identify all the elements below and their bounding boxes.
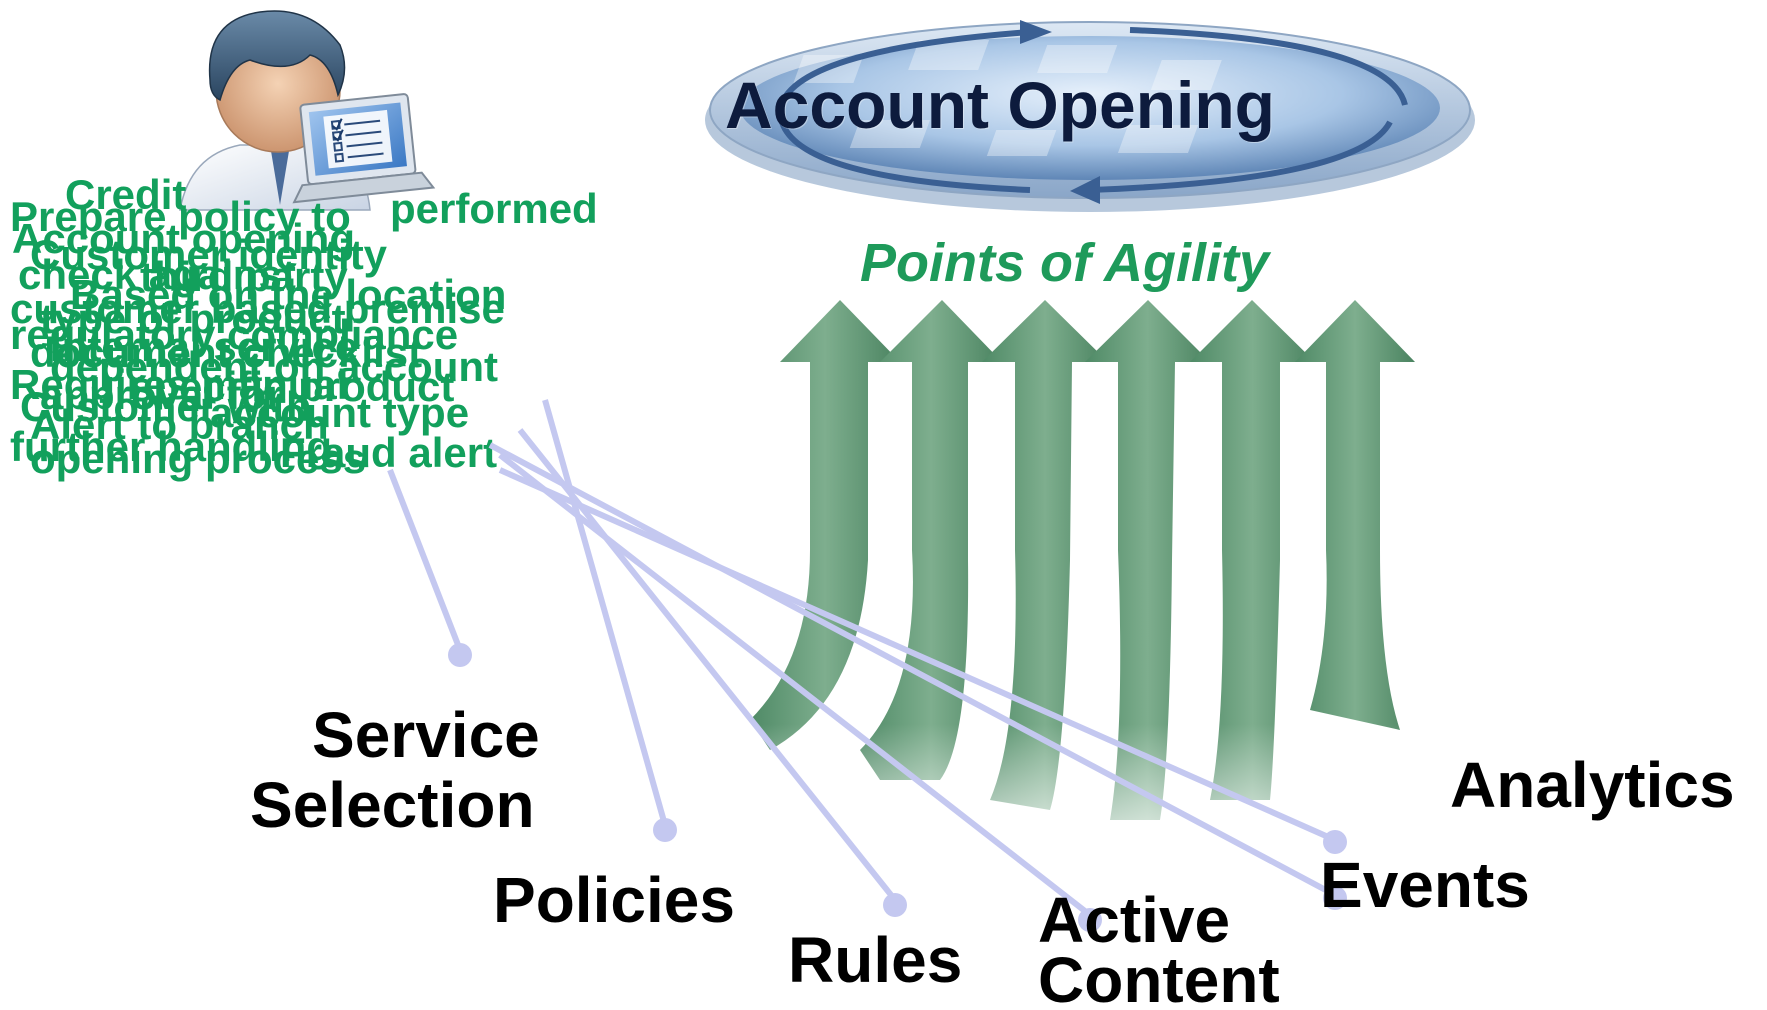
overlap-text-line: dependent on account	[50, 343, 499, 390]
overlap-text-line: regulatory compliance	[10, 311, 459, 358]
label-content: Content	[1038, 944, 1280, 1010]
subtitle-points-of-agility: Points of Agility	[860, 233, 1269, 293]
connector-endpoint	[1078, 908, 1102, 932]
overlap-text-line: Internal service	[50, 323, 359, 370]
overlap-text-line: further handling	[10, 423, 332, 470]
connector-endpoint	[448, 643, 472, 667]
label-service: Service	[312, 699, 540, 771]
overlap-text-line: type of product	[40, 295, 346, 342]
overlap-text-line: Requires manual	[10, 361, 349, 408]
connector-endpoint	[653, 818, 677, 842]
overlap-text-line: opening process	[30, 435, 367, 482]
overlap-text-line: third party	[140, 253, 348, 300]
label-active: Active	[1038, 884, 1231, 956]
overlap-text-line: approval for	[40, 371, 283, 418]
overlap-text-line: Based on the location	[70, 271, 507, 318]
connector-events-lower	[488, 442, 1337, 898]
label-events: Events	[1320, 849, 1530, 921]
person-with-laptop-icon	[179, 10, 436, 211]
overlap-text-line: document checklist	[30, 329, 423, 376]
label-selection: Selection	[250, 769, 535, 841]
label-analytics: Analytics	[1450, 749, 1735, 821]
connector-endpoint	[1323, 830, 1347, 854]
overlap-text-line: Account opening	[12, 215, 355, 262]
connector-service-selection	[387, 468, 463, 652]
overlap-text-line: specific product	[130, 363, 455, 410]
overlap-text-line: account type	[210, 389, 470, 436]
overlap-text-line: Credit	[65, 171, 187, 218]
overlap-text-line: Customer identity	[30, 231, 388, 278]
overlap-text-line: customer based premise	[10, 285, 505, 332]
overlap-text-line: Alert to branch	[30, 401, 329, 448]
connector-endpoint	[883, 893, 907, 917]
label-rules: Rules	[788, 924, 963, 996]
connector-active-content	[498, 452, 1092, 918]
overlap-text-line: check against	[18, 251, 296, 298]
points-of-agility-arrows	[740, 300, 1420, 830]
connector-endpoint	[1323, 886, 1347, 910]
diagram-title: Account Opening	[725, 68, 1275, 142]
label-policies: Policies	[493, 864, 735, 936]
overlap-text-line: performed	[390, 185, 598, 232]
overlapping-annotation-text: Prepare policy to Credit performed Accou…	[10, 174, 630, 506]
connector-events-upper	[498, 467, 1337, 843]
connector-rules	[517, 428, 898, 902]
overlap-text-line: Customer with	[20, 383, 312, 430]
overlap-text-line: Fraud alert	[280, 429, 498, 476]
overlap-text-line: Prepare policy to	[10, 193, 351, 240]
cycle-ellipse-icon	[705, 20, 1475, 212]
connector-policies	[542, 399, 668, 826]
